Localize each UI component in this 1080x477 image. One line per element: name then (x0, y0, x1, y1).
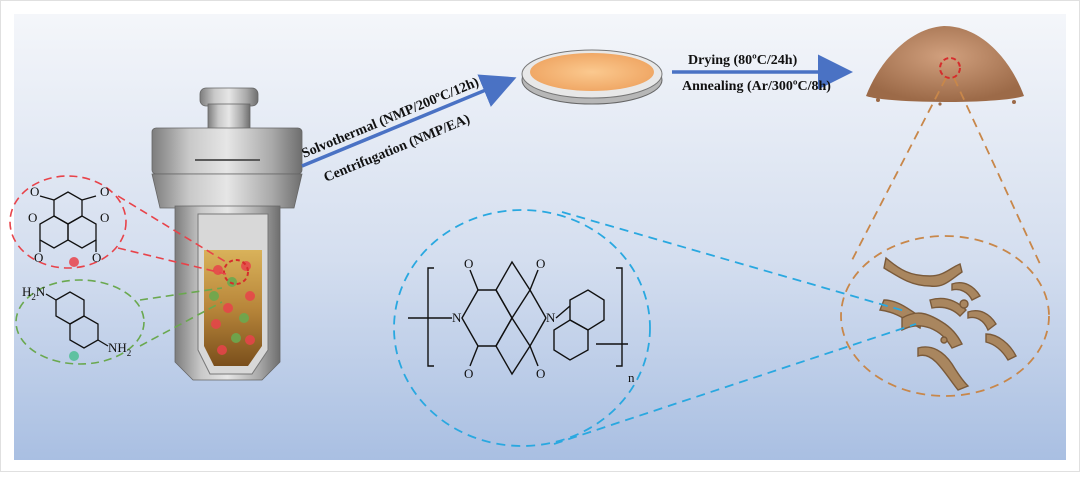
autoclave-icon (151, 87, 303, 381)
product-zoom (840, 77, 1050, 397)
diamine-callout: H2N NH2 (15, 279, 223, 365)
oxygen-atom-6: O (92, 250, 101, 265)
red-particle-legend (69, 257, 79, 267)
polymer-callout: N N O O O O n (393, 209, 917, 447)
carbonyl-o-2: O (536, 256, 545, 271)
repeat-unit-n: n (628, 370, 635, 385)
oxygen-atom-5: O (34, 250, 43, 265)
oxygen-atom-3: O (28, 210, 37, 225)
polyimide-structure (408, 260, 628, 376)
oxygen-atom-1: O (30, 184, 39, 199)
green-particle-legend (69, 351, 79, 361)
oxygen-atom-4: O (100, 210, 109, 225)
annealing-label: Annealing (Ar/300ºC/8h) (682, 79, 831, 94)
drying-arrow: Drying (80ºC/24h) Annealing (Ar/300ºC/8h… (672, 53, 853, 94)
amine-nh-right: NH2 (108, 340, 131, 358)
oxygen-atom-2: O (100, 184, 109, 199)
reactant-particles (209, 261, 255, 355)
imide-n-right: N (546, 310, 556, 325)
drying-label: Drying (80ºC/24h) (688, 53, 798, 68)
carbonyl-o-1: O (464, 256, 473, 271)
nanobundle-icon (879, 256, 1017, 391)
carbonyl-o-3: O (464, 366, 473, 381)
petri-dish-icon (521, 49, 663, 105)
amine-h-left: H2N (22, 284, 46, 302)
dianhydride-callout: O O O O O O (9, 175, 227, 275)
carbonyl-o-4: O (536, 366, 545, 381)
powder-pile-icon (866, 26, 1024, 106)
imide-n-left: N (452, 310, 462, 325)
